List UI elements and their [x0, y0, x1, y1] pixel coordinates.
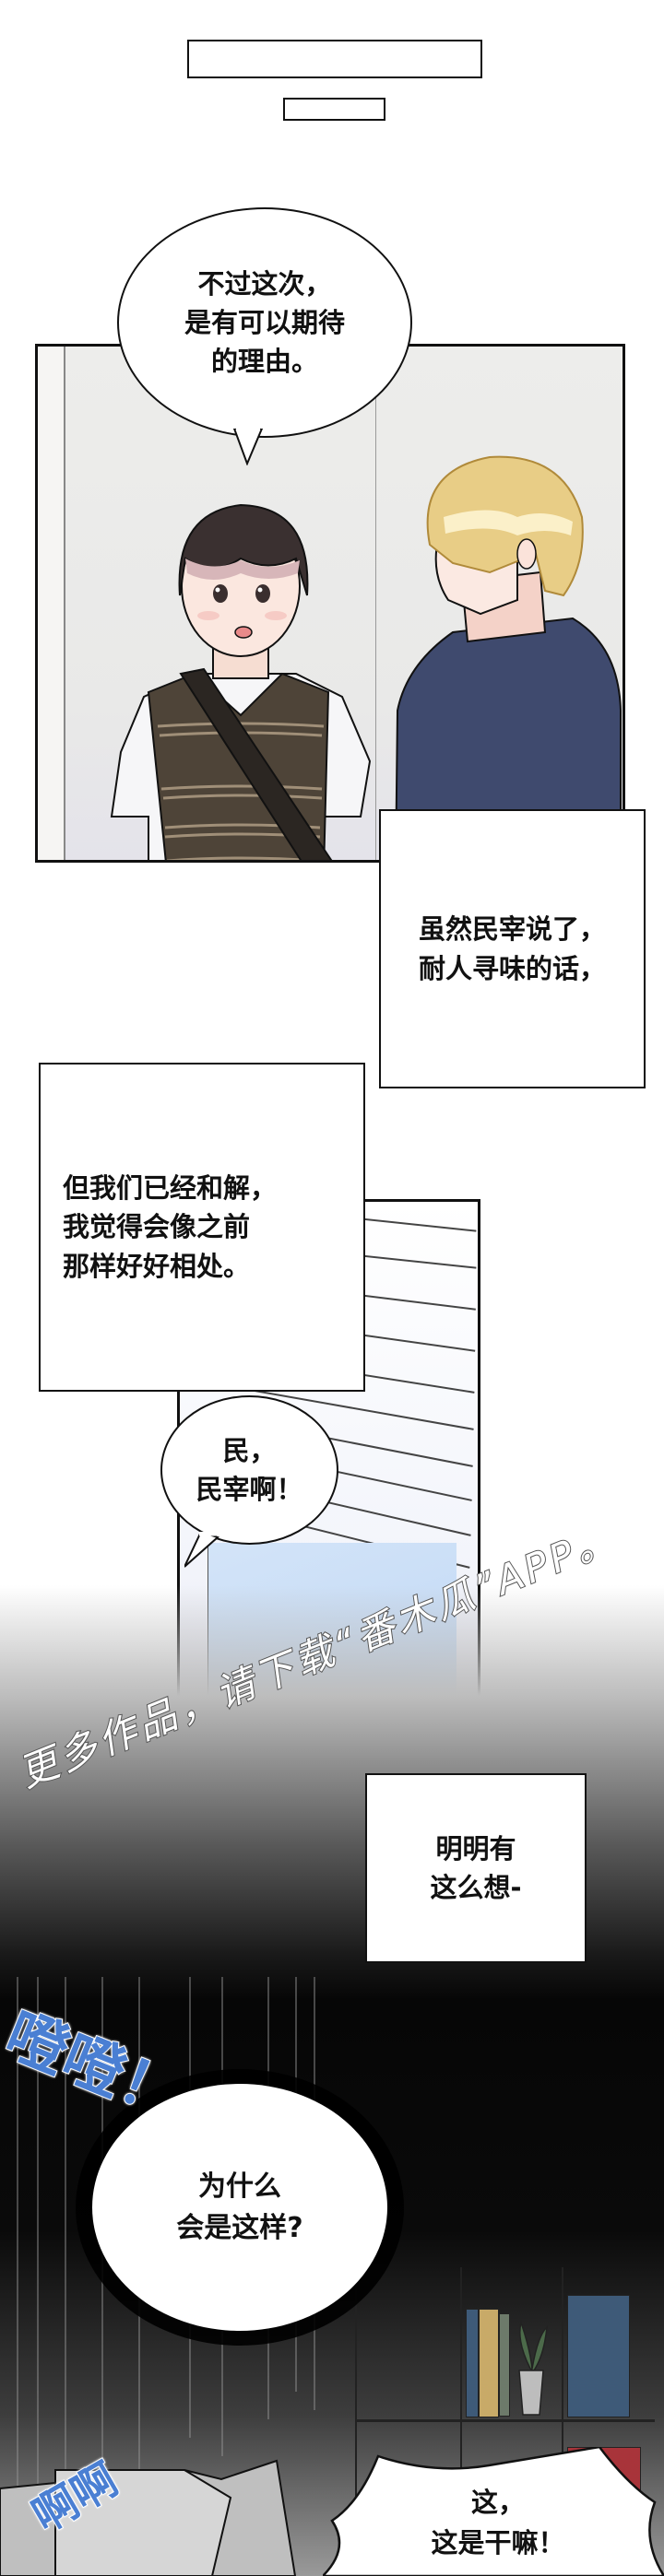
spiky-bubble-shape: [323, 2447, 664, 2576]
bubble-line: 的理由。: [210, 346, 318, 378]
bubble-line: 民宰啊！: [196, 1474, 303, 1505]
bubble-line: 会是这样?: [176, 2212, 303, 2244]
small-plant: [518, 2320, 548, 2416]
book: [499, 2313, 510, 2417]
caption-line: 这么想-: [430, 1872, 522, 1903]
panel-hallway-conversation: [35, 344, 625, 863]
caption-box-meaningful-words: 虽然民宰说了， 耐人寻味的话，: [379, 809, 646, 1088]
caption-line: 虽然民宰说了，: [418, 913, 606, 946]
book: [466, 2309, 479, 2417]
caption-line: 我觉得会像之前: [63, 1211, 251, 1243]
bubble-tail: [184, 1532, 219, 1568]
door-frame: [38, 347, 64, 860]
bubble-line: 这，: [470, 2487, 525, 2518]
dark-gradient-background: [0, 1585, 664, 2576]
book: [567, 2295, 630, 2417]
wall-divider: [375, 347, 376, 860]
bubble-line: 民，: [222, 1434, 277, 1466]
caption-line: 但我们已经和解，: [63, 1172, 278, 1205]
bubble-line: 不过这次，: [197, 267, 332, 300]
bubble-line: 为什么: [198, 2170, 281, 2203]
caption-box-thought: 明明有 这么想-: [365, 1773, 587, 1963]
caption-line: 明明有: [435, 1832, 516, 1864]
blond-boy-figure: [395, 455, 622, 860]
door-edge-line: [64, 347, 65, 860]
burst-bubble-why: 为什么 会是这样?: [74, 2064, 406, 2350]
bubble-line: 是有可以期待: [184, 306, 345, 338]
bubble-tail: [232, 429, 264, 465]
empty-caption-box-top: [187, 40, 482, 78]
empty-caption-box-small: [283, 98, 385, 121]
book: [479, 2309, 499, 2417]
couch-cushion: [0, 2459, 297, 2576]
speech-bubble-minzai: 民， 民宰啊！: [160, 1395, 338, 1545]
bubble-line: 这是干嘛！: [431, 2526, 565, 2558]
caption-line: 那样好好相处。: [63, 1250, 251, 1282]
caption-line: 耐人寻味的话，: [418, 952, 606, 984]
burst-bubble-shape: [76, 2069, 404, 2346]
dark-haired-boy-figure: [110, 503, 372, 860]
speech-bubble-expectation: 不过这次， 是有可以期待 的理由。: [117, 207, 412, 438]
spiky-bubble-what: 这， 这是干嘛！: [350, 2470, 646, 2576]
caption-box-reconciled: 但我们已经和解， 我觉得会像之前 那样好好相处。: [39, 1063, 365, 1392]
